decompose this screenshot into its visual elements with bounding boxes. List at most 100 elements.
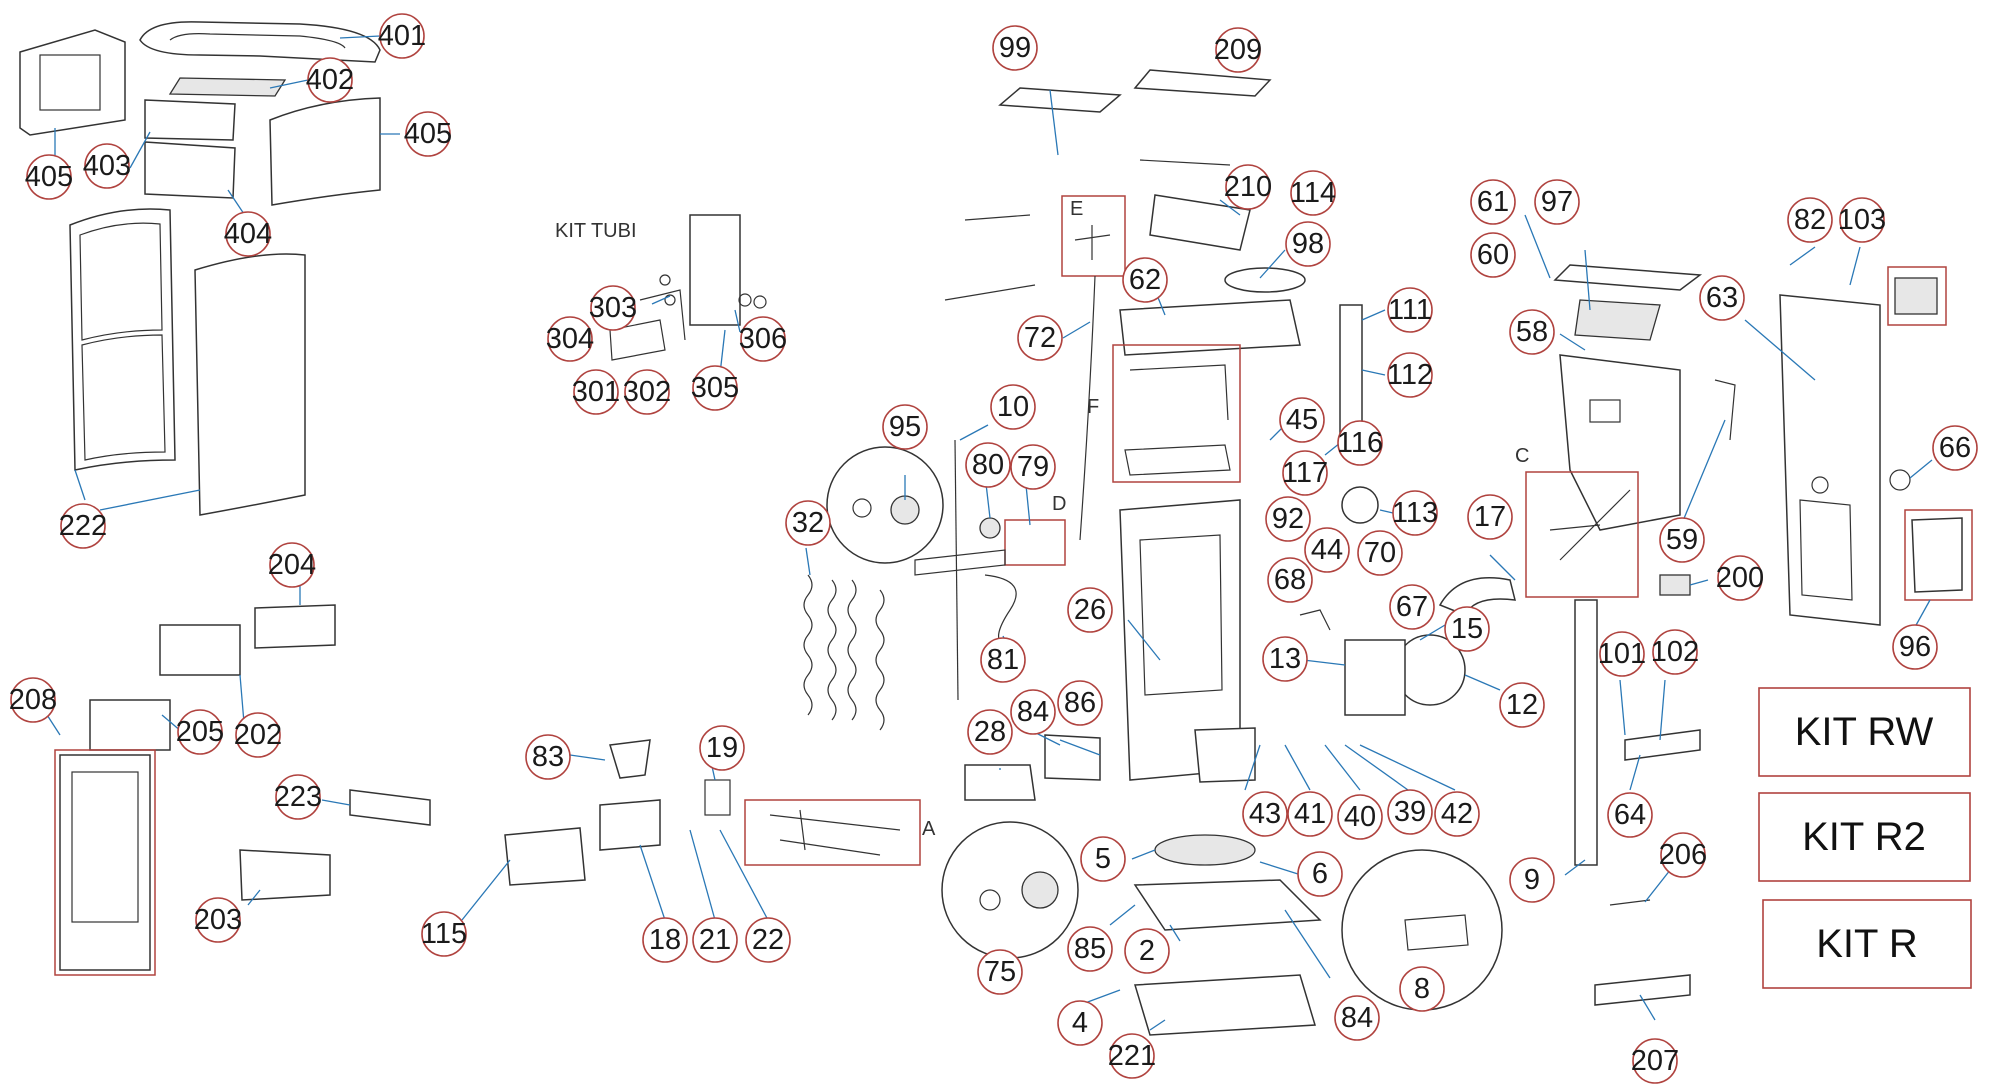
callout[interactable]: 64 [1607,792,1653,838]
callout[interactable]: 32 [785,500,831,546]
callout[interactable]: 75 [977,949,1023,995]
callout[interactable]: 83 [525,734,571,780]
callout[interactable]: 84 [1010,689,1056,735]
callout[interactable]: 22 [745,917,791,963]
callout[interactable]: 68 [1267,557,1313,603]
kit-r-box[interactable]: KIT R [1762,899,1972,989]
callout[interactable]: 61 [1470,179,1516,225]
callout[interactable]: 200 [1716,555,1764,601]
callout[interactable]: 10 [990,384,1036,430]
callout[interactable]: 44 [1304,527,1350,573]
callout[interactable]: 4 [1057,1000,1103,1046]
callout[interactable]: 114 [1290,170,1336,216]
callout[interactable]: 117 [1282,450,1328,496]
callout[interactable]: 103 [1838,197,1886,243]
callout[interactable]: 202 [234,712,282,758]
kit-tubi-label: KIT TUBI [555,220,637,242]
callout[interactable]: 207 [1631,1038,1679,1084]
callout[interactable]: 302 [623,369,671,415]
callout[interactable]: 12 [1499,682,1545,728]
callout-number: 98 [1292,228,1324,260]
callout[interactable]: 303 [589,285,637,331]
callout[interactable]: 85 [1067,926,1113,972]
callout[interactable]: 402 [306,57,354,103]
callout[interactable]: 60 [1470,232,1516,278]
callout[interactable]: 101 [1598,631,1646,677]
callout[interactable]: 66 [1932,425,1978,471]
callout[interactable]: 72 [1017,315,1063,361]
callout[interactable]: 59 [1659,517,1705,563]
callout[interactable]: 18 [642,917,688,963]
callout[interactable]: 17 [1467,494,1513,540]
kit-rw-box[interactable]: KIT RW [1758,687,1971,777]
callout[interactable]: 403 [83,143,131,189]
callout[interactable]: 26 [1067,587,1113,633]
callout[interactable]: 210 [1224,164,1272,210]
callout[interactable]: 2 [1124,928,1170,974]
callout[interactable]: 43 [1242,791,1288,837]
callout[interactable]: 5 [1080,836,1126,882]
callout[interactable]: 19 [699,725,745,771]
callout[interactable]: 102 [1651,629,1699,675]
callout[interactable]: 95 [882,404,928,450]
callout[interactable]: 221 [1108,1033,1156,1079]
callout[interactable]: 222 [59,503,107,549]
callout[interactable]: 58 [1509,309,1555,355]
callout[interactable]: 401 [378,13,426,59]
top-cover-inner [169,33,346,49]
callout[interactable]: 111 [1387,287,1433,333]
callout[interactable]: 81 [980,637,1026,683]
callout[interactable]: 39 [1387,789,1433,835]
callout[interactable]: 304 [546,316,594,362]
callout[interactable]: 82 [1787,197,1833,243]
callout[interactable]: 99 [992,25,1038,71]
callout[interactable]: 13 [1262,636,1308,682]
callout[interactable]: 404 [224,211,272,257]
callout[interactable]: 67 [1389,584,1435,630]
callout[interactable]: 84 [1334,995,1380,1041]
callout[interactable]: 204 [268,542,316,588]
callout[interactable]: 97 [1534,179,1580,225]
callout[interactable]: 21 [692,917,738,963]
callout[interactable]: 116 [1337,420,1383,466]
callout[interactable]: 80 [965,442,1011,488]
callout[interactable]: 70 [1357,530,1403,576]
callout[interactable]: 98 [1285,221,1331,267]
callout[interactable]: 115 [421,911,467,957]
callout[interactable]: 15 [1444,606,1490,652]
callout[interactable]: 96 [1892,624,1938,670]
callout[interactable]: 41 [1287,791,1333,837]
callout[interactable]: 28 [967,709,1013,755]
callout[interactable]: 62 [1122,257,1168,303]
callout-number: 206 [1659,839,1707,871]
callout[interactable]: 113 [1392,490,1438,536]
callout-number: 62 [1129,264,1161,296]
callout-number: 72 [1024,322,1056,354]
callout[interactable]: 206 [1659,832,1707,878]
callout[interactable]: 112 [1387,352,1433,398]
callout[interactable]: 40 [1337,794,1383,840]
callout[interactable]: 205 [176,709,224,755]
side-panel-right [269,97,381,206]
hopper-58 [1559,354,1681,531]
callout[interactable]: 305 [691,365,739,411]
callout[interactable]: 79 [1010,444,1056,490]
callout[interactable]: 63 [1699,275,1745,321]
callout[interactable]: 203 [194,897,242,943]
callout-number: 113 [1392,497,1438,529]
kit-r2-box[interactable]: KIT R2 [1758,792,1971,882]
callout[interactable]: 306 [739,316,787,362]
callout[interactable]: 9 [1509,857,1555,903]
callout[interactable]: 223 [274,774,322,820]
callout[interactable]: 405 [404,111,452,157]
callout[interactable]: 6 [1297,851,1343,897]
callout[interactable]: 42 [1434,791,1480,837]
callout[interactable]: 86 [1057,680,1103,726]
callout[interactable]: 405 [25,154,73,200]
callout[interactable]: 8 [1399,966,1445,1012]
callout[interactable]: 301 [572,369,620,415]
callout[interactable]: 92 [1265,496,1311,542]
callout[interactable]: 208 [9,677,57,723]
callout[interactable]: 209 [1214,27,1262,73]
callout[interactable]: 45 [1279,397,1325,443]
